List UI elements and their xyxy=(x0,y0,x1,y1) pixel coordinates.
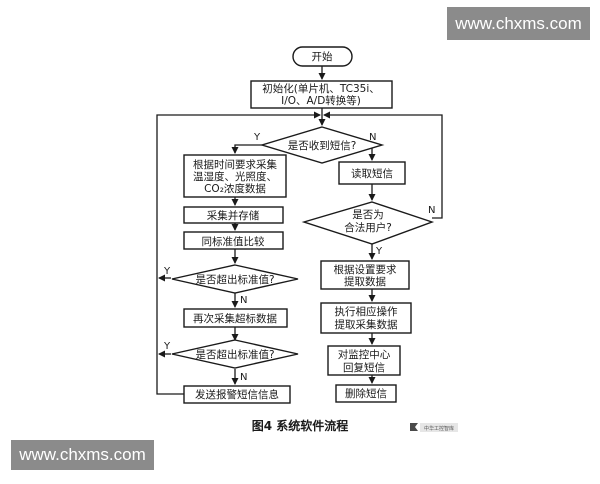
decision-exceed1-label: 是否超出标准值? xyxy=(195,273,274,286)
arrow-decision-collect xyxy=(231,144,262,154)
recollect-box xyxy=(183,308,288,328)
send-alarm-box xyxy=(183,385,291,404)
recollect-node: 再次采集超标数据 xyxy=(183,308,288,328)
reply-node: 对监控中心 回复短信 xyxy=(327,345,401,376)
collect-label-line3: CO₂浓度数据 xyxy=(204,182,266,195)
decision-sms-no: N xyxy=(369,132,376,143)
decision-user-node: 是否为 合法用户? Y N xyxy=(301,201,435,257)
init-label-line1: 初始化(单片机、TC35i、 xyxy=(262,82,380,95)
reply-box xyxy=(327,345,401,376)
decision-user-no: N xyxy=(428,205,435,216)
store-box xyxy=(183,206,284,224)
decision-exceed1-yes: Y xyxy=(163,266,171,277)
delete-sms-box xyxy=(335,384,397,403)
compare-label: 同标准值比较 xyxy=(202,235,265,248)
send-alarm-node: 发送报警短信信息 xyxy=(183,385,291,404)
execute-label-line1: 执行相应操作 xyxy=(335,305,398,318)
decision-user-label-line1: 是否为 xyxy=(352,209,384,221)
arrow-user-no-loop xyxy=(323,111,443,219)
store-node: 采集并存储 xyxy=(183,206,284,224)
decision-exceed1-node: 是否超出标准值? Y N xyxy=(163,264,299,306)
read-sms-label: 读取短信 xyxy=(351,167,393,180)
watermark-top: www.chxms.com xyxy=(447,7,590,40)
compare-box xyxy=(183,231,284,250)
send-alarm-label: 发送报警短信信息 xyxy=(195,388,279,401)
publisher-logo: 中华工控智库 xyxy=(410,423,458,432)
collect-box xyxy=(183,154,287,198)
decision-exceed2-no: N xyxy=(240,372,247,383)
store-label: 采集并存储 xyxy=(207,209,260,222)
init-node: 初始化(单片机、TC35i、 I/O、A/D转换等) xyxy=(250,80,393,109)
extract-node: 根据设置要求 提取数据 xyxy=(320,260,410,290)
collect-node: 根据时间要求采集 温湿度、光照度、 CO₂浓度数据 xyxy=(183,154,287,198)
decision-exceed2-label: 是否超出标准值? xyxy=(195,348,274,361)
decision-sms-diamond xyxy=(259,126,385,164)
decision-exceed2-yes: Y xyxy=(163,341,171,352)
extract-label-line1: 根据设置要求 xyxy=(334,263,397,276)
init-box xyxy=(250,80,393,109)
init-label-line2: I/O、A/D转换等) xyxy=(281,94,361,107)
decision-sms-label: 是否收到短信? xyxy=(288,139,357,152)
decision-sms-yes: Y xyxy=(253,132,261,143)
arrow-alarm-loop xyxy=(156,111,321,395)
extract-label-line2: 提取数据 xyxy=(344,275,386,288)
delete-sms-label: 删除短信 xyxy=(345,387,387,400)
reply-label-line1: 对监控中心 xyxy=(338,348,391,361)
start-terminator xyxy=(292,46,353,67)
collect-label-line1: 根据时间要求采集 xyxy=(193,158,277,171)
decision-exceed1-no: N xyxy=(240,295,247,306)
figure-caption: 图4 系统软件流程 xyxy=(252,418,349,433)
read-sms-box xyxy=(338,161,406,185)
watermark-bottom: www.chxms.com xyxy=(11,440,154,470)
extract-box xyxy=(320,260,410,290)
read-sms-node: 读取短信 xyxy=(338,161,406,185)
recollect-label: 再次采集超标数据 xyxy=(193,312,277,325)
reply-label-line2: 回复短信 xyxy=(343,361,385,374)
compare-node: 同标准值比较 xyxy=(183,231,284,250)
decision-user-yes: Y xyxy=(375,246,383,257)
publisher-logo-text: 中华工控智库 xyxy=(424,425,454,432)
decision-user-diamond xyxy=(301,201,435,245)
start-node: 开始 xyxy=(292,46,353,67)
publisher-logo-mark xyxy=(410,423,418,431)
decision-exceed2-node: 是否超出标准值? Y N xyxy=(163,339,299,383)
decision-user-label-line2: 合法用户? xyxy=(344,221,392,234)
decision-exceed2-diamond xyxy=(171,339,299,369)
publisher-logo-plate xyxy=(420,423,458,432)
decision-exceed1-diamond xyxy=(171,264,299,294)
delete-sms-node: 删除短信 xyxy=(335,384,397,403)
execute-box xyxy=(320,302,412,334)
execute-node: 执行相应操作 提取采集数据 xyxy=(320,302,412,334)
collect-label-line2: 温湿度、光照度、 xyxy=(193,170,277,183)
execute-label-line2: 提取采集数据 xyxy=(335,318,398,331)
decision-sms-node: 是否收到短信? Y N xyxy=(253,126,385,164)
connectors xyxy=(156,66,443,395)
start-label: 开始 xyxy=(312,50,333,63)
